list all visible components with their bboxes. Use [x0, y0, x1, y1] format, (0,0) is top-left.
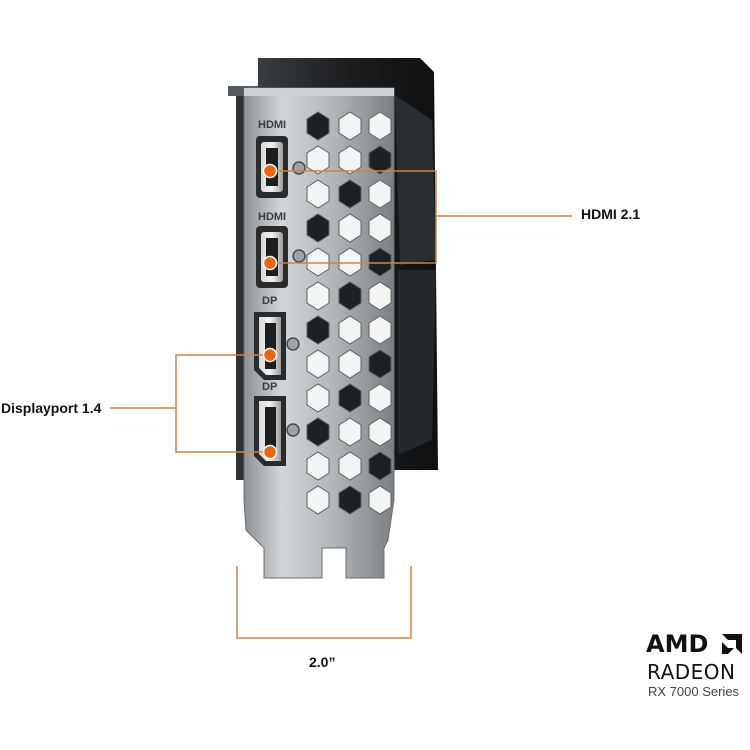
vent-hole [368, 111, 392, 141]
vent-hole [368, 315, 392, 345]
hdmi-callout-label: HDMI 2.1 [581, 206, 641, 222]
amd-wordmark: AMD [646, 630, 709, 658]
vent-hole [368, 417, 392, 447]
vent-hole [306, 485, 330, 515]
vent-hole [368, 179, 392, 209]
vent-hole [338, 111, 362, 141]
vent-hole [368, 247, 392, 277]
vent-hole [368, 383, 392, 413]
vent-hole [368, 145, 392, 175]
vent-hole [368, 281, 392, 311]
dp-silkscreen-1: DP [262, 295, 277, 307]
vent-hole [306, 417, 330, 447]
vent-hole [368, 485, 392, 515]
width-dimension-bracket [236, 566, 412, 639]
series-label: RX 7000 Series [648, 684, 740, 699]
port-screws [286, 161, 306, 437]
dp-dot-1 [262, 347, 278, 363]
hdmi-silkscreen-2: HDMI [258, 211, 286, 223]
hdmi-dot-1 [262, 163, 278, 179]
vent-hole [306, 281, 330, 311]
vent-hole [338, 349, 362, 379]
width-dimension-label: 2.0” [309, 654, 336, 670]
vent-hole [368, 349, 392, 379]
bracket-vent-grid [306, 111, 392, 515]
dp-dot-2 [262, 444, 278, 460]
vent-hole [338, 281, 362, 311]
amd-arrow-icon [722, 634, 742, 654]
radeon-wordmark: RADEON [647, 660, 736, 684]
vent-hole [306, 383, 330, 413]
displayport-callout-label: Displayport 1.4 [1, 400, 102, 416]
vent-hole [338, 451, 362, 481]
amd-radeon-logo: AMD RADEON RX 7000 Series [646, 630, 750, 700]
hdmi-dot-2 [262, 255, 278, 271]
displayport-port-1 [254, 312, 286, 380]
hdmi-callout-lines [270, 170, 572, 264]
vent-hole [338, 247, 362, 277]
displayport-callout-lines [110, 354, 270, 453]
vent-hole [338, 315, 362, 345]
vent-hole [368, 213, 392, 243]
vent-hole [338, 145, 362, 175]
vent-hole [338, 213, 362, 243]
vent-hole [338, 417, 362, 447]
vent-hole [368, 451, 392, 481]
vent-hole [306, 179, 330, 209]
vent-hole [306, 111, 330, 141]
vent-hole [306, 145, 330, 175]
vent-hole [338, 179, 362, 209]
vent-hole [306, 213, 330, 243]
vent-hole [338, 485, 362, 515]
vent-hole [306, 451, 330, 481]
vent-hole [306, 247, 330, 277]
vent-hole [338, 383, 362, 413]
displayport-port-2 [254, 396, 286, 466]
vent-hole [306, 349, 330, 379]
port-silkscreen-labels: HDMI HDMI DP DP [258, 119, 286, 393]
dp-silkscreen-2: DP [262, 381, 277, 393]
callout-dots [262, 163, 278, 460]
vent-hole [306, 315, 330, 345]
hdmi-silkscreen-1: HDMI [258, 119, 286, 131]
